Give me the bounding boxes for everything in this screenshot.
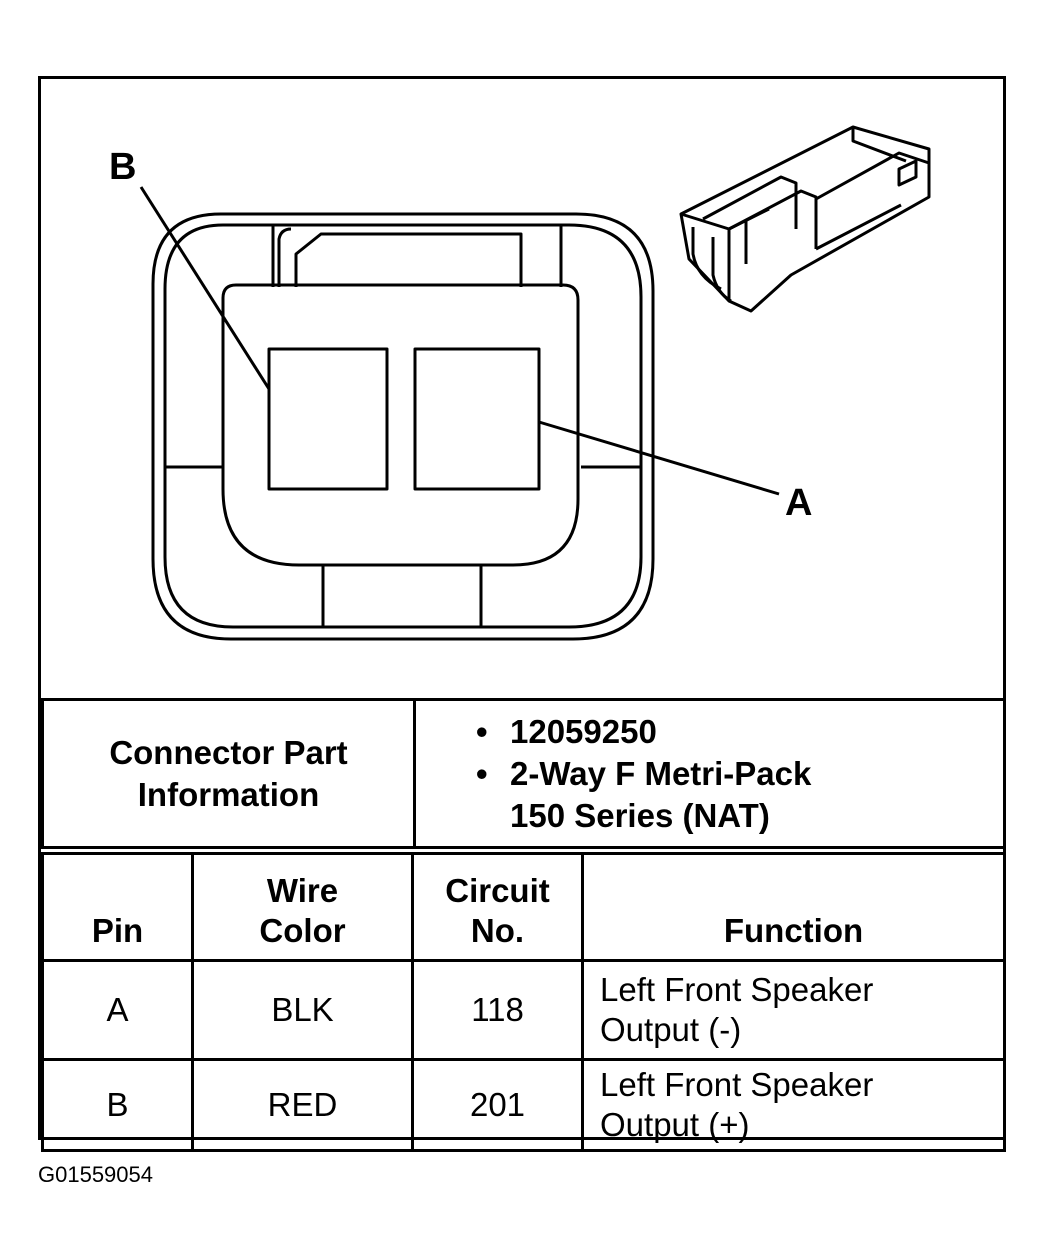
function-cell: Left Front Speaker Output (-) [581,959,1006,1061]
connector-latch [271,225,563,287]
part-info-values: • 12059250 • 2-Way F Metri-Pack 150 Seri… [413,698,1006,849]
terminal-cavity-a [413,347,541,491]
connector-type-item: • 2-Way F Metri-Pack 150 Series (NAT) [476,754,812,834]
pin-table-header: Pin Wire Color Circuit No. Function [41,852,1006,962]
connector-inner-face [221,283,580,567]
connector-face-ring [163,223,643,629]
pin-table: Pin Wire Color Circuit No. Function A BL… [41,852,1006,1152]
header-pin: Pin [41,852,194,962]
callout-a-label: A [785,482,812,524]
connector-bottom-tab [321,565,483,627]
circuit-cell: 201 [411,1058,584,1152]
leader-a [538,420,780,496]
header-function: Function [581,852,1006,962]
figure-id: G01559054 [38,1162,153,1187]
part-number-item: • 12059250 [476,712,657,750]
terminal-cavity-b [267,347,389,491]
callout-b-label: B [109,146,136,188]
table-row: A BLK 118 Left Front Speaker Output (-) [41,959,1006,1061]
connector-part-info-table: Connector Part Information • 12059250 • … [41,698,1006,849]
leader-b [139,186,271,390]
connector-iso-view [679,125,931,313]
wire-color-cell: RED [191,1058,414,1152]
part-info-label: Connector Part Information [41,698,416,849]
connector-drawing: B A [41,79,1003,701]
pin-cell: B [41,1058,194,1152]
wire-color-cell: BLK [191,959,414,1061]
connector-face-outer [151,212,655,641]
header-wire-color: Wire Color [191,852,414,962]
circuit-cell: 118 [411,959,584,1061]
pin-cell: A [41,959,194,1061]
header-circuit: Circuit No. [411,852,584,962]
diagram-frame: B A Connector Part Information • 1205925… [38,76,1006,1152]
function-cell: Left Front Speaker Output (+) [581,1058,1006,1152]
table-row: B RED 201 Left Front Speaker Output (+) [41,1058,1006,1152]
